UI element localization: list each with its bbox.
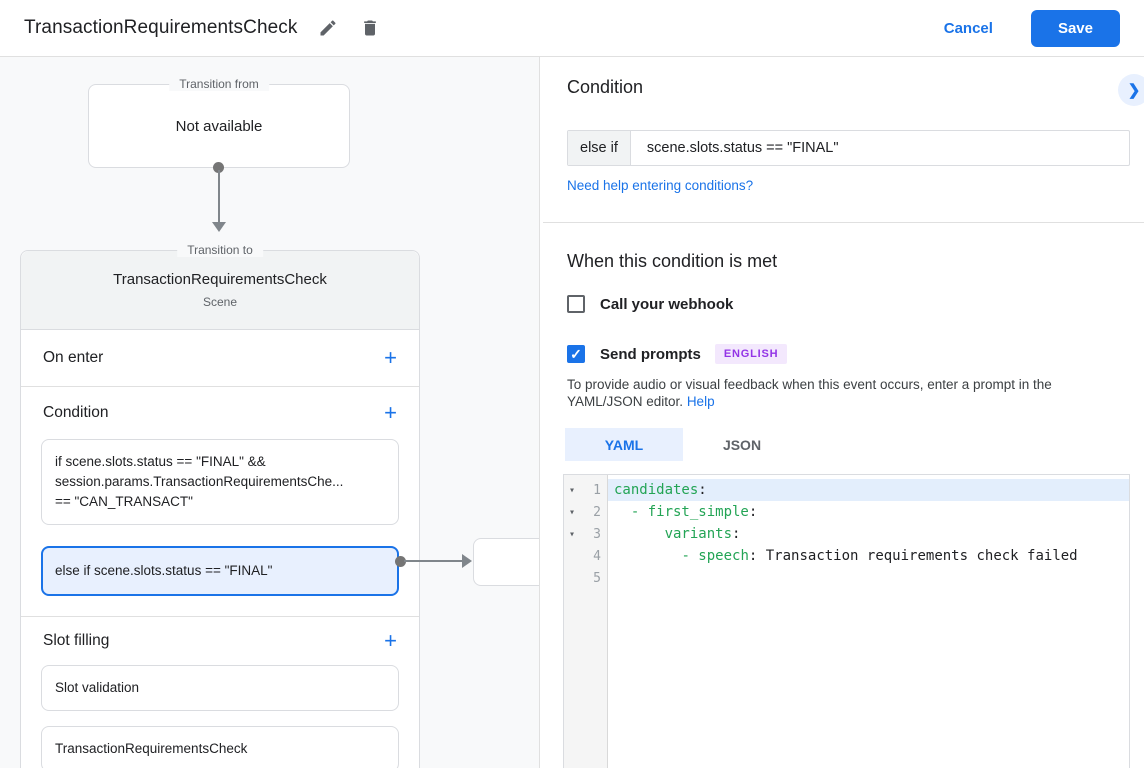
code-line <box>608 567 1129 589</box>
transition-target-box[interactable] <box>473 538 539 586</box>
line-number: 4 <box>593 548 601 564</box>
on-enter-label: On enter <box>43 349 104 366</box>
connector-dot <box>213 162 224 173</box>
editor-gutter: ▾ 1 ▾ 2 ▾ 3 4 5 <box>564 475 608 768</box>
connector-line-vertical <box>218 170 220 223</box>
transition-from-box[interactable]: Transition from Not available <box>88 77 350 168</box>
condition-detail-panel: Condition ❯ else if Need help entering c… <box>540 57 1144 768</box>
slot-filling-section: Slot filling + Slot validation Transacti… <box>21 617 419 768</box>
scene-card: Transition to TransactionRequirementsChe… <box>20 243 420 768</box>
prompts-row: ✓ Send prompts ENGLISH <box>567 344 788 364</box>
transition-to-label: Transition to <box>177 243 263 257</box>
transition-from-label: Transition from <box>169 77 269 91</box>
language-badge: ENGLISH <box>714 344 788 364</box>
gutter-row: ▾ 3 <box>564 523 607 545</box>
connector-line-horizontal <box>404 560 464 562</box>
fold-arrow-icon[interactable]: ▾ <box>569 484 576 496</box>
line-number: 2 <box>593 504 601 520</box>
cancel-button[interactable]: Cancel <box>943 19 993 37</box>
condition-met-heading: When this condition is met <box>567 251 778 271</box>
condition-text-line: else if scene.slots.status == "FINAL" <box>55 563 273 578</box>
call-webhook-checkbox[interactable] <box>567 295 585 313</box>
fold-arrow-icon[interactable]: ▾ <box>569 506 576 518</box>
prompt-description-text: To provide audio or visual feedback when… <box>567 377 1052 409</box>
pencil-icon <box>318 18 338 38</box>
gutter-row: 4 <box>564 545 607 567</box>
send-prompts-label: Send prompts <box>600 345 701 363</box>
scene-title: TransactionRequirementsCheck <box>113 271 327 288</box>
code-line: variants: <box>664 526 741 542</box>
tab-json[interactable]: JSON <box>722 436 762 453</box>
webhook-row: Call your webhook <box>567 295 733 313</box>
condition-section: Condition + if scene.slots.status == "FI… <box>21 387 419 617</box>
code-line: - first_simple: <box>630 504 758 520</box>
gutter-row: ▾ 1 <box>564 479 607 501</box>
transition-from-value: Not available <box>175 117 263 135</box>
condition-input-group: else if <box>567 130 1130 166</box>
condition-panel-heading: Condition <box>567 77 644 97</box>
top-bar: TransactionRequirementsCheck Cancel Save <box>0 0 1144 57</box>
slot-item-validation[interactable]: Slot validation <box>41 665 399 711</box>
scene-card-header[interactable]: TransactionRequirementsCheck Scene <box>21 251 419 330</box>
gutter-row: 5 <box>564 567 607 589</box>
condition-text-line: == "CAN_TRANSACT" <box>55 494 193 509</box>
arrow-right-icon <box>462 554 472 568</box>
condition-prefix-label: else if <box>568 131 631 165</box>
collapse-panel-button[interactable]: ❯ <box>1118 74 1144 106</box>
condition-item-elseif-selected[interactable]: else if scene.slots.status == "FINAL" <box>41 546 399 596</box>
slot-item-transaction-check[interactable]: TransactionRequirementsCheck <box>41 726 399 768</box>
scene-subtitle: Scene <box>202 295 238 309</box>
add-on-enter-button[interactable]: + <box>384 345 397 370</box>
gutter-row: ▾ 2 <box>564 501 607 523</box>
send-prompts-checkbox[interactable]: ✓ <box>567 345 585 363</box>
condition-text-line: if scene.slots.status == "FINAL" && <box>55 454 266 469</box>
arrow-down-icon <box>212 222 226 232</box>
checkmark-icon: ✓ <box>570 345 582 362</box>
slot-filling-label: Slot filling <box>43 632 110 649</box>
edit-title-button[interactable] <box>316 16 340 40</box>
line-number: 5 <box>593 570 601 586</box>
condition-expression-input[interactable] <box>630 131 1129 165</box>
on-enter-section: On enter + <box>21 330 419 387</box>
condition-section-label: Condition <box>43 404 109 421</box>
fold-arrow-icon[interactable]: ▾ <box>569 528 576 540</box>
tab-yaml[interactable]: YAML <box>565 428 683 461</box>
add-condition-button[interactable]: + <box>384 400 397 425</box>
flow-canvas: Transition from Not available Transition… <box>0 57 540 768</box>
save-button[interactable]: Save <box>1030 9 1120 47</box>
prompt-help-link[interactable]: Help <box>686 394 715 409</box>
condition-text-line: session.params.TransactionRequirementsCh… <box>55 474 344 489</box>
condition-help-link[interactable]: Need help entering conditions? <box>567 178 754 193</box>
chevron-right-icon: ❯ <box>1127 82 1141 99</box>
yaml-code-editor[interactable]: ▾ 1 ▾ 2 ▾ 3 4 5 <box>563 474 1130 768</box>
trash-icon <box>360 18 380 38</box>
line-number: 1 <box>593 482 601 498</box>
editor-tabs: YAML JSON <box>565 428 801 461</box>
condition-item-if[interactable]: if scene.slots.status == "FINAL" && sess… <box>41 439 399 525</box>
add-slot-button[interactable]: + <box>384 628 397 653</box>
delete-scene-button[interactable] <box>358 16 382 40</box>
connector-dot <box>395 556 406 567</box>
editor-code-area[interactable]: candidates: - first_simple: variants: - … <box>608 475 1129 768</box>
code-line: - speech: Transaction requirements check… <box>681 548 1078 564</box>
call-webhook-label: Call your webhook <box>600 295 734 313</box>
prompt-description: To provide audio or visual feedback when… <box>567 376 1119 410</box>
panel-divider <box>543 222 1144 223</box>
code-line: candidates: <box>608 479 1129 501</box>
line-number: 3 <box>593 526 601 542</box>
page-title: TransactionRequirementsCheck <box>24 17 298 38</box>
